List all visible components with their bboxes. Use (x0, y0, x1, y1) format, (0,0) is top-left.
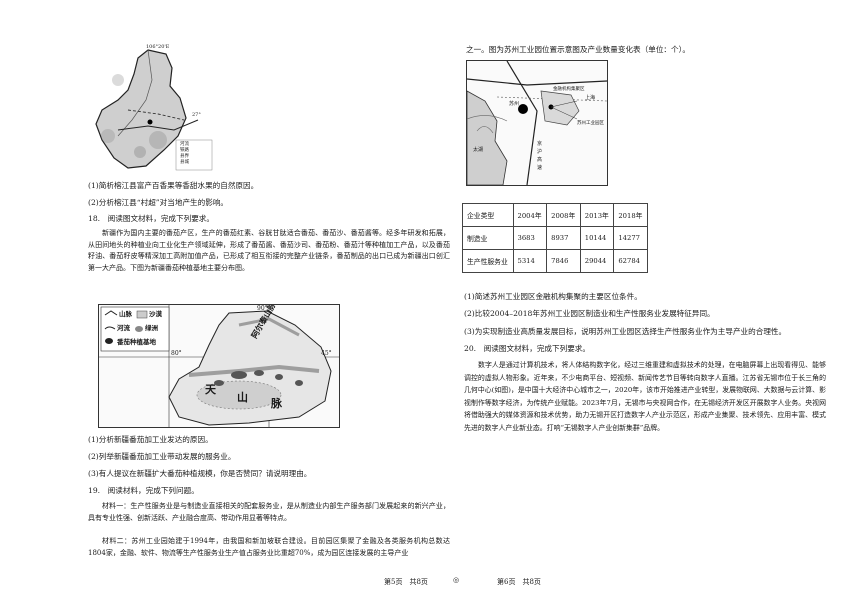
label-jing: 京 (537, 141, 543, 147)
q18-sub-1: (1)分析新疆番茄加工业发达的原因。 (88, 435, 213, 444)
label-taihu: 太湖 (473, 147, 484, 153)
coord-45: 45° (321, 350, 332, 357)
table-header: 企业类型 (462, 203, 514, 227)
table-cell: 生产性服务业 (462, 249, 514, 273)
table-cell: 7846 (546, 249, 581, 273)
map-coord-top: 106°20'E (146, 44, 170, 50)
footer-center-mark: ◎ (453, 576, 460, 584)
label-shanghai: 上海 (585, 95, 596, 101)
county-map-svg (95, 49, 213, 171)
legend-river: 河流 (180, 142, 189, 147)
table-header: 2018年 (613, 203, 648, 227)
table-cell: 14277 (613, 226, 648, 250)
label-suzhou: 苏州 (509, 101, 520, 107)
q20-title: 20. 阅读图文材料，完成下列要求。 (464, 344, 590, 353)
table-header: 2013年 (579, 203, 615, 227)
table-cell: 5314 (512, 249, 548, 273)
q19-material-1: 材料一：生产性服务业是与制造业直接相关的配套服务业，是从制造业内部生产服务部门发… (88, 502, 450, 522)
xinjiang-map: 山脉 沙漠 河流 绿洲 番茄种植基地 90° 80° 45° 阿尔泰山脉 天 山… (98, 304, 340, 428)
q18-text: 新疆作为国内主要的番茄产区，生产的番茄红素、谷胱甘肽适合番茄、番茄沙、番茄酱等。… (88, 229, 450, 272)
q19-sub-2: (2)比较2004–2018年苏州工业园区制造业和生产性服务业发展特征异同。 (464, 309, 715, 318)
label-hu: 沪 (537, 149, 543, 155)
industry-table: 企业类型 2004年 2008年 2013年 2018年 制造业 3683 89… (462, 203, 648, 273)
table-header-row: 企业类型 2004年 2008年 2013年 2018年 (462, 203, 648, 227)
q19-sub-3: (3)为实现制造业高质量发展目标，说明苏州工业园区选择生产性服务业作为主导产业的… (464, 327, 787, 336)
coord-80: 80° (171, 350, 182, 357)
q18-sub-3: (3)有人提议在新疆扩大番茄种植规模，你是否赞同？请说明理由。 (88, 469, 312, 478)
q19-cont: 之一。图为苏州工业园位置示意图及产业数量变化表（单位：个）。 (466, 45, 691, 54)
q17-sub-1: (1)简析榕江县富产百香果等香甜水果的自然原因。 (88, 181, 259, 190)
coord-90: 90° (257, 305, 268, 312)
q19-title: 19. 阅读材料，完成下列问题。 (88, 486, 199, 495)
q19-material-2: 材料二：苏州工业园始建于1994年，由我国和新加坡联合建设。目前园区集聚了金融及… (88, 537, 450, 557)
suzhou-map-svg (467, 61, 607, 185)
legend-town: 县城 (180, 160, 189, 165)
legend-oasis: 绿洲 (145, 324, 158, 332)
suzhou-map: 苏州 苏州工业园区 金融机构集聚区 上海 太湖 京 沪 高 速 (466, 60, 608, 186)
table-cell: 29044 (579, 249, 615, 273)
legend-tomato-base: 番茄种植基地 (117, 338, 156, 346)
table-cell: 制造业 (462, 226, 514, 250)
q17-sub-2: (2)分析榕江县“村超”对当地产生的影响。 (88, 198, 229, 207)
label-finance: 金融机构集聚区 (553, 87, 585, 92)
label-sip: 苏州工业园区 (577, 121, 604, 126)
q18-title: 18. 阅读图文材料，完成下列要求。 (88, 214, 214, 223)
xinjiang-map-svg (99, 305, 339, 427)
table-row: 制造业 3683 8937 10144 14277 (462, 226, 648, 250)
table-cell: 8937 (546, 226, 581, 250)
label-shan: 山 (237, 391, 248, 404)
map-coord-right: 27° (192, 112, 201, 118)
q20-text: 数字人是通过计算机技术，将人体结构数字化，经过三维重建和虚拟技术的处理，在电脑屏… (464, 361, 826, 432)
table-header: 2004年 (512, 203, 548, 227)
table-cell: 10144 (579, 226, 615, 250)
legend-river: 河流 (117, 324, 130, 332)
label-tian: 天 (205, 383, 216, 396)
legend-desert: 沙漠 (149, 310, 162, 318)
table-cell: 62784 (613, 249, 648, 273)
footer-right-page: 第6页 共8页 (497, 578, 541, 586)
q19-sub-1: (1)简述苏州工业园区金融机构集聚的主要区位条件。 (464, 292, 642, 301)
label-gao: 高 (537, 157, 543, 163)
footer-left-page: 第5页 共8页 (384, 578, 428, 586)
label-su: 速 (537, 165, 543, 171)
legend-rail: 铁路 (180, 148, 189, 153)
table-row: 生产性服务业 5314 7846 29044 62784 (462, 249, 648, 273)
table-cell: 3683 (512, 226, 548, 250)
county-map: 106°20'E 27° 河流 铁路 县界 县城 (88, 40, 218, 172)
county-map-legend: 河流 铁路 县界 县城 (180, 142, 214, 166)
table-header: 2008年 (546, 203, 581, 227)
legend-mountain: 山脉 (119, 310, 132, 318)
label-mai: 脉 (271, 397, 282, 410)
q18-sub-2: (2)列举新疆番茄加工业带动发展的服务业。 (88, 452, 236, 461)
legend-border: 县界 (180, 154, 189, 159)
